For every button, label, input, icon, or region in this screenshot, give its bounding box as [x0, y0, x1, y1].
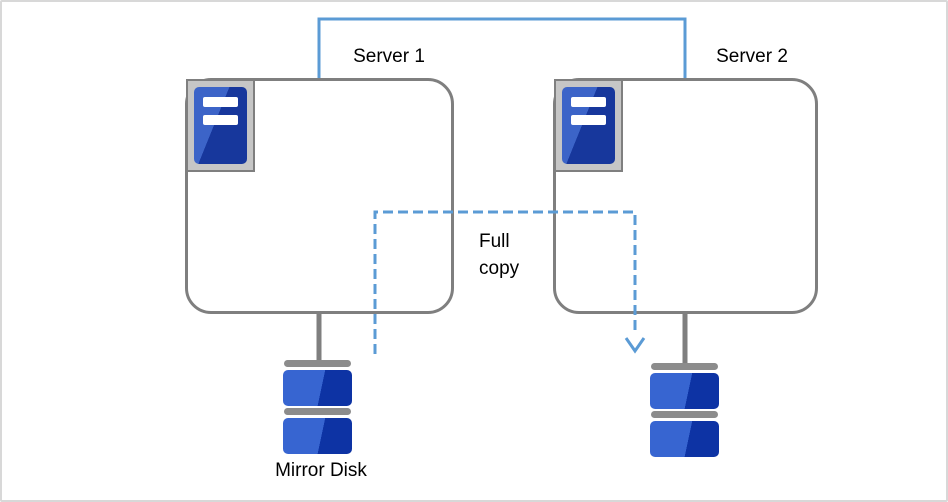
disk-cap [284, 360, 351, 367]
server-icon-slot [203, 97, 238, 107]
disk-platter [283, 370, 352, 406]
server-icon-slot [571, 97, 606, 107]
server-icon-panel [562, 87, 615, 164]
server2-disk-icon [650, 363, 719, 459]
server-icon-slot [571, 115, 606, 125]
mirror-disk-icon [283, 360, 352, 456]
disk-separator [651, 411, 718, 418]
server2-label: Server 2 [716, 46, 788, 67]
full-copy-arrowhead-icon [624, 337, 646, 354]
server-icon-slot [203, 115, 238, 125]
server-icon [186, 79, 255, 172]
full-copy-label: Full copy [479, 231, 520, 279]
disk-separator [284, 408, 351, 415]
disk-platter [650, 373, 719, 409]
disk-platter [283, 418, 352, 454]
mirror-disk-label: Mirror Disk [275, 460, 367, 481]
disk-platter [650, 421, 719, 457]
disk-cap [651, 363, 718, 370]
server-icon-panel [194, 87, 247, 164]
server1-label: Server 1 [353, 46, 425, 67]
server-icon [554, 79, 623, 172]
